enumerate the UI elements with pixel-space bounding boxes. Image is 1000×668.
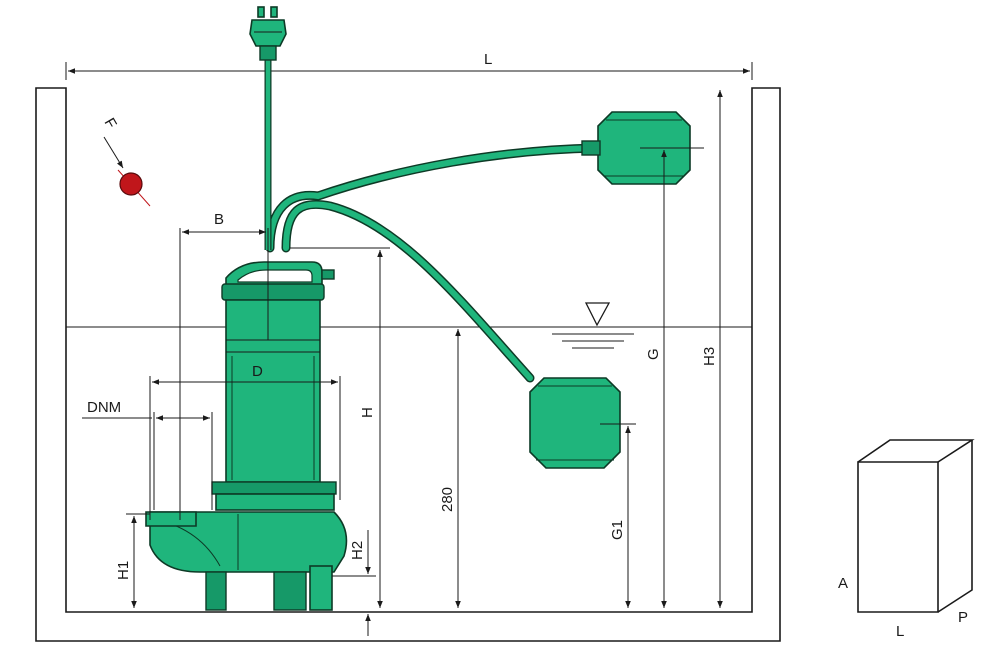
label-280: 280: [439, 487, 456, 512]
dimension-D: D: [149, 363, 341, 520]
label-H: H: [359, 407, 376, 418]
label-H2: H2: [349, 541, 366, 560]
box-label-A: A: [838, 575, 848, 592]
dimension-H: H: [290, 247, 390, 608]
direction-F: F: [101, 115, 151, 207]
float-cables: [265, 143, 601, 383]
water-level-triangle-icon: [552, 302, 634, 349]
label-DNM: DNM: [87, 399, 121, 416]
dimension-280: 280: [439, 329, 461, 608]
label-H3: H3: [701, 347, 718, 366]
pump: [145, 261, 348, 611]
dimension-B: B: [179, 211, 269, 520]
label-F: F: [101, 115, 120, 131]
label-G1: G1: [609, 520, 626, 540]
red-ball-icon: [119, 172, 143, 196]
dimension-DNM: DNM: [82, 399, 213, 510]
label-H1: H1: [115, 561, 132, 580]
dimension-box: A L P: [838, 439, 975, 640]
label-B: B: [214, 211, 224, 228]
float-switch-lower: [529, 377, 621, 469]
label-L: L: [484, 51, 492, 68]
plug-icon: [249, 6, 287, 61]
dimension-G1: G1: [600, 423, 636, 608]
label-D: D: [252, 363, 263, 380]
dimension-G: G: [640, 147, 704, 608]
dimension-H2: H2: [332, 530, 376, 636]
box-label-L: L: [896, 623, 904, 640]
dimension-L: L: [65, 51, 753, 80]
dimension-H3: H3: [701, 90, 723, 608]
dimension-H1: H1: [115, 513, 150, 608]
box-label-P: P: [958, 609, 968, 626]
label-G: G: [645, 348, 662, 360]
